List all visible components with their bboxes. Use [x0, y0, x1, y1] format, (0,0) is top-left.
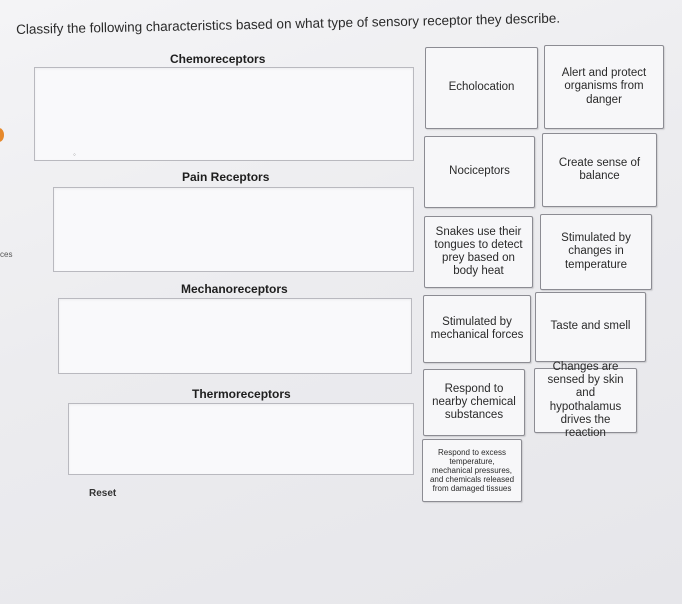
side-panel-stub: ces: [0, 250, 13, 259]
card-snakes-tongues[interactable]: Snakes use their tongues to detect prey …: [424, 216, 533, 288]
card-taste-smell[interactable]: Taste and smell: [535, 292, 646, 362]
reset-button[interactable]: Reset: [89, 488, 117, 499]
card-respond-chemical[interactable]: Respond to nearby chemical substances: [423, 369, 525, 436]
zone-dot: ◦: [73, 150, 76, 159]
card-create-sense-balance[interactable]: Create sense of balance: [542, 133, 657, 207]
drop-zone-pain-receptors[interactable]: [53, 187, 414, 272]
category-label-thermoreceptors: Thermoreceptors: [192, 387, 291, 401]
card-alert-protect[interactable]: Alert and protect organisms from danger: [544, 45, 664, 129]
side-accent: [0, 128, 4, 142]
question-text: Classify the following characteristics b…: [16, 10, 561, 37]
card-respond-excess[interactable]: Respond to excess temperature, mechanica…: [422, 439, 522, 502]
drop-zone-thermoreceptors[interactable]: [68, 403, 414, 475]
category-label-mechanoreceptors: Mechanoreceptors: [181, 282, 288, 296]
category-label-pain-receptors: Pain Receptors: [182, 170, 270, 184]
card-stimulated-mechanical[interactable]: Stimulated by mechanical forces: [423, 295, 531, 363]
drop-zone-mechanoreceptors[interactable]: [58, 298, 412, 374]
card-echolocation[interactable]: Echolocation: [425, 47, 538, 129]
card-nociceptors[interactable]: Nociceptors: [424, 136, 535, 208]
card-changes-skin-hypothalamus[interactable]: Changes are sensed by skin and hypothala…: [534, 361, 637, 439]
drop-zone-chemoreceptors[interactable]: [34, 67, 414, 161]
card-stimulated-temperature[interactable]: Stimulated by changes in temperature: [540, 214, 652, 290]
category-label-chemoreceptors: Chemoreceptors: [170, 52, 266, 66]
